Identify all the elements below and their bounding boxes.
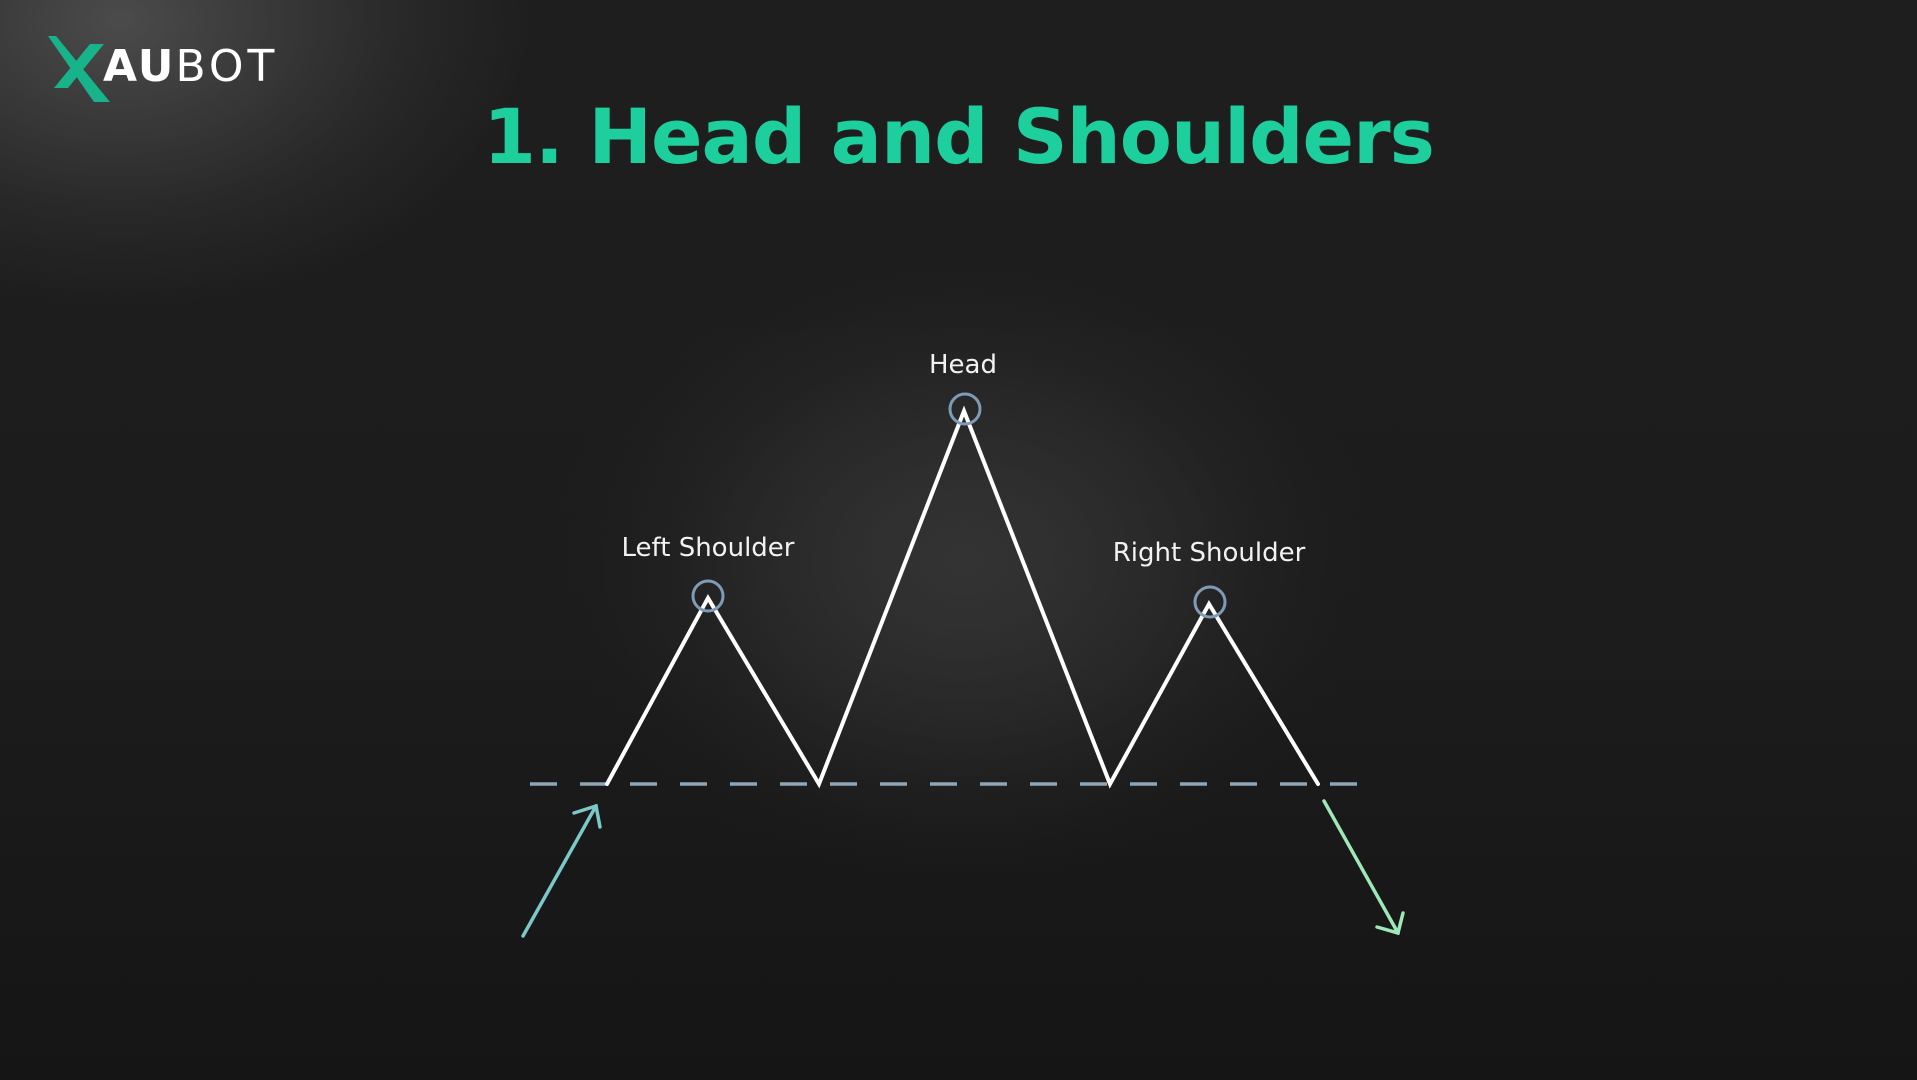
circle-marker-icon — [948, 392, 982, 426]
x-mark-icon — [48, 36, 110, 102]
slide-title: 1. Head and Shoulders — [483, 92, 1435, 181]
label-head: Head — [929, 350, 997, 380]
circle-marker-icon — [691, 579, 725, 613]
brand-name-light: BOT — [175, 41, 279, 92]
brand-name-bold: AU — [103, 41, 176, 92]
brand-logo: AUBOT — [48, 36, 274, 102]
price-path — [605, 405, 1320, 789]
label-right-shoulder: Right Shoulder — [1112, 538, 1306, 568]
circle-marker-icon — [1193, 585, 1227, 619]
diagram-backdrop — [484, 330, 1434, 965]
arrow-up-right-icon — [521, 803, 602, 938]
label-left-shoulder: Left Shoulder — [621, 533, 795, 563]
arrow-down-right-icon — [1322, 799, 1405, 936]
brand-name: AUBOT — [103, 42, 278, 90]
